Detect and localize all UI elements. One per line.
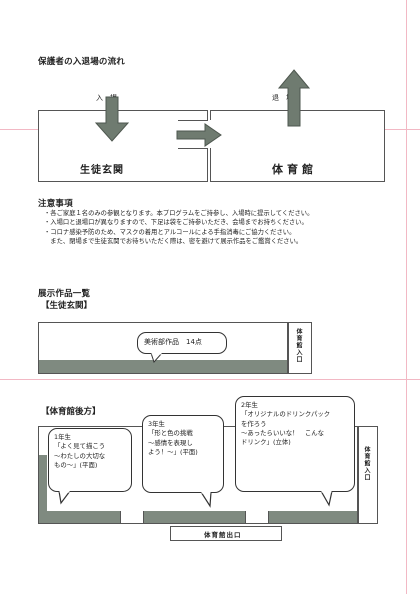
second-year-line: 「オリジナルのドリンクパック	[241, 410, 331, 419]
note-line: ・入場口と退場口が異なりますので、下足は袋をご持参いただき、会場までお持ちくださ…	[44, 219, 308, 227]
gym-title: 体育館	[272, 163, 317, 176]
passage-line	[178, 148, 208, 149]
third-year-bubble: 3年生 「形と色の挑戦 ～感情を表現し よう！～」(平面)	[142, 415, 224, 493]
genkan-exhibit-bubble: 美術部作品 14点	[137, 332, 227, 354]
second-year-grade: 2年生	[241, 401, 258, 409]
guide-line	[0, 379, 420, 380]
bubble-tail-icon	[58, 491, 71, 505]
third-year-line: 「形と色の挑戦	[148, 429, 193, 438]
gym-entrance-label-2: 体育館入口	[363, 446, 370, 481]
exit-label: 退 場	[272, 94, 293, 102]
passage-line	[178, 120, 208, 121]
down-arrow-icon	[94, 96, 130, 142]
first-year-bubble: 1年生 「よく見て描こう ～わたしの大切な もの～」(平面)	[48, 428, 132, 492]
gym-exit-box	[170, 526, 282, 541]
gym-back-display-area	[39, 511, 357, 523]
genkan-section-label: 【生徒玄関】	[41, 301, 93, 311]
up-arrow-icon	[277, 69, 311, 127]
bubble-tail-icon	[150, 353, 163, 363]
gym-exit-label: 体育館出口	[204, 531, 242, 539]
genkan-title: 生徒玄関	[80, 165, 124, 176]
second-year-bubble: 2年生 「オリジナルのドリンクパック を作ろう ～あったらいいな！ こんな ドリ…	[235, 396, 355, 492]
first-year-line: 「よく見て描こう	[54, 442, 106, 451]
second-year-line: ～あったらいいな！ こんな	[241, 428, 325, 437]
note-line: ・各ご家庭１名のみの参観となります。本プログラムをご持参し、入場時に提示してくだ…	[44, 210, 314, 217]
note-line: また、閉場まで生徒玄関でお待ちいただく際は、密を避けて展示作品をご鑑賞ください。	[44, 238, 303, 246]
right-arrow-icon	[176, 123, 222, 147]
notes-title: 注意事項	[38, 199, 73, 209]
second-year-line: ドリンク」(立体)	[241, 438, 291, 447]
genkan-display-area	[39, 360, 287, 373]
gym-entrance-label: 体育館入口	[295, 328, 302, 363]
notes-list: ・各ご家庭１名のみの参観となります。本プログラムをご持参し、入場時に提示してくだ…	[44, 209, 313, 247]
first-year-line: もの～」(平面)	[54, 460, 98, 469]
first-year-grade: 1年生	[54, 433, 71, 441]
aisle-gap	[245, 511, 269, 523]
flow-title: 保護者の入退場の流れ	[38, 57, 126, 67]
bubble-tail-icon	[200, 492, 212, 508]
second-year-line: を作ろう	[241, 419, 267, 428]
third-year-line: ～感情を表現し	[148, 438, 193, 447]
third-year-line: よう！～」(平面)	[148, 447, 198, 456]
gym-entrance-box-2	[358, 426, 378, 524]
guide-line	[406, 0, 407, 594]
third-year-grade: 3年生	[148, 420, 165, 428]
gym-back-section-label: 【体育館後方】	[41, 407, 101, 417]
bubble-tail-icon	[320, 491, 333, 507]
side-display-area	[39, 455, 47, 513]
first-year-line: ～わたしの大切な	[54, 451, 106, 460]
aisle-gap	[120, 511, 144, 523]
note-line: ・コロナ感染予防のため、マスクの着用とアルコールによる手指消毒にご協力ください。	[44, 228, 296, 236]
genkan-building	[38, 110, 208, 182]
exhibits-title: 展示作品一覧	[38, 289, 91, 299]
gym-entrance-box	[288, 322, 312, 374]
